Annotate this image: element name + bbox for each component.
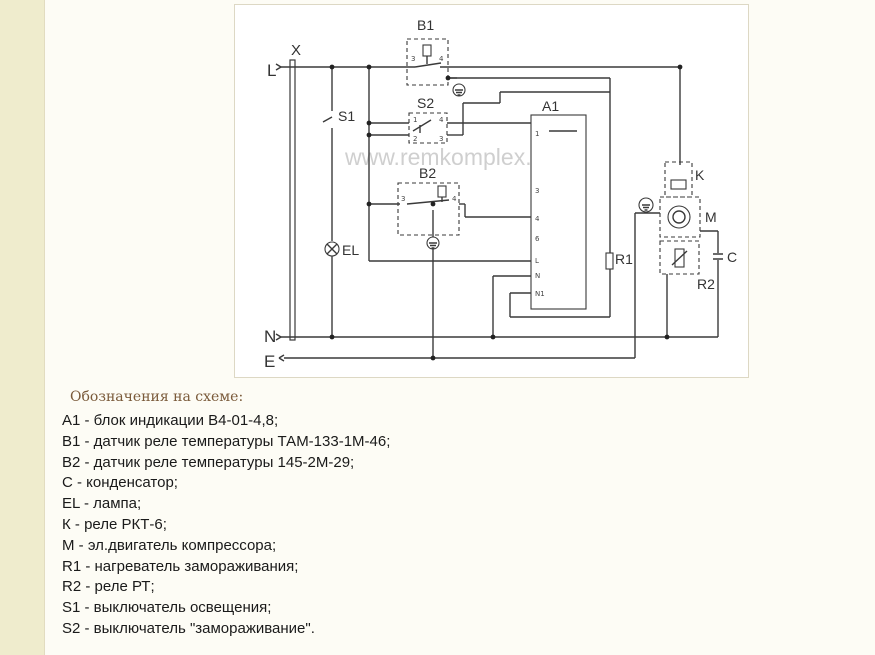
wiring-diagram-image: www.remkomplex.ru X L N E S1 [234,4,749,378]
terminal-x-label: X [291,42,301,59]
s2-label: S2 [417,95,434,111]
legend-item-s2: S2 - выключатель "замораживание". [62,619,315,637]
switch-s2-box [408,112,448,144]
a1-pin-1: 1 [535,130,539,138]
switch-s1 [322,116,333,123]
relay-k-coil [670,179,687,190]
thermostat-b1-sensor [422,44,432,57]
b1-label: B1 [417,17,434,33]
left-margin-stripe [0,0,45,655]
el-label: EL [342,242,359,258]
relay-r2-contact [671,250,688,266]
a1-pin-3: 3 [535,187,539,195]
watermark: www.remkomplex.ru [344,144,552,170]
b2-ground-lines [429,242,437,249]
lamp-el-cross [326,243,338,255]
legend-item-s1: S1 - выключатель освещения; [62,599,272,617]
terminal-n-label: N [264,327,276,346]
relay-k-box [664,161,693,198]
motor-m-symbol [667,205,691,229]
motor-m-rotor [672,210,686,224]
k-label: K [695,167,705,183]
thermostat-b1-box [406,38,449,86]
a1-pin-n1: N1 [535,290,545,298]
switch-s2-contact [412,119,432,133]
b1-pin-3: 3 [411,55,415,63]
s2-pin-1: 1 [413,116,417,124]
legend-item-el: EL - лампа; [62,495,142,513]
legend-item-r2: R2 - реле РТ; [62,578,155,596]
a1-pin-6: 6 [535,235,540,243]
legend-item-m: М - эл.двигатель компрессора; [62,536,277,554]
a1-pin-4: 4 [535,215,540,223]
legend-caption: Обозначения на схеме: [70,389,244,405]
heater-r1 [605,252,614,270]
c-label: C [727,249,737,265]
m-label: M [705,209,717,225]
s2-pin-3: 3 [439,135,443,143]
terminal-l-label: L [267,61,276,80]
legend-item-b2: В2 - датчик реле температуры 145-2М-29; [62,453,355,471]
capacitor-c [713,253,723,260]
s1-label: S1 [338,108,355,124]
terminal-n-arrow [275,333,282,341]
thermostat-b2-box [397,182,460,236]
legend-item-c: С - конденсатор; [62,474,178,492]
junction-dots [329,64,683,361]
indicator-unit-a1 [530,114,587,310]
a1-pin-n: N [535,272,540,280]
b2-pin-3: 3 [401,195,405,203]
r1-label: R1 [615,251,633,267]
b2-label: B2 [419,165,436,181]
legend-item-k: К - реле РКТ-6; [62,515,167,533]
b1-pin-4: 4 [439,55,444,63]
s2-pin-4: 4 [439,116,444,124]
legend-list: A1 - блок индикации В4-01-4,8; В1 - датч… [62,411,390,640]
thermostat-b2-sensor [437,185,447,198]
terminal-l-arrow [275,63,282,71]
a1-label: A1 [542,98,559,114]
thermostat-b2-contact [406,197,450,205]
s2-pin-2: 2 [413,135,417,143]
b2-pin-4: 4 [452,195,457,203]
terminal-e-label: E [264,352,275,371]
relay-r2-box [659,240,700,275]
wiring-diagram: www.remkomplex.ru X L N E S1 [264,17,737,371]
terminal-block-x [289,59,296,341]
r2-label: R2 [697,276,715,292]
legend-item-a1: A1 - блок индикации В4-01-4,8; [62,412,279,429]
thermostat-b1-contact [414,56,442,68]
legend-item-r1: R1 - нагреватель замораживания; [62,557,299,575]
terminal-e-arrow [278,354,285,362]
compressor-ground-lines [642,204,650,211]
b1-ground-lines [455,89,463,96]
motor-m-box [659,196,701,238]
legend-item-b1: В1 - датчик реле температуры ТАМ-133-1М-… [62,432,391,450]
a1-pin-l: L [535,257,539,265]
